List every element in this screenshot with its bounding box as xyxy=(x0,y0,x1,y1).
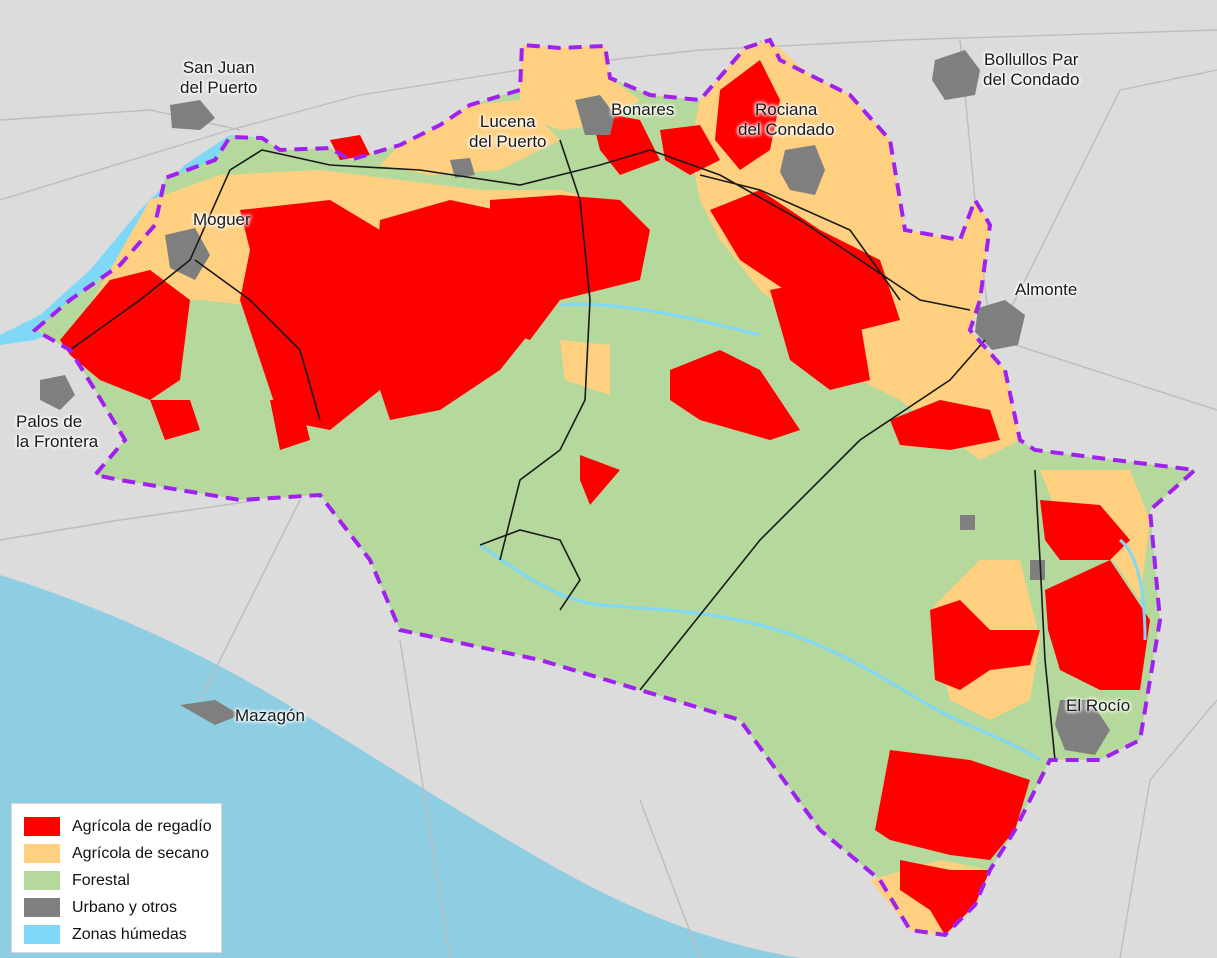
legend-swatch xyxy=(24,925,60,944)
main-roads xyxy=(69,139,1056,761)
legend-item-urbano: Urbano y otros xyxy=(24,894,221,921)
legend-swatch xyxy=(24,871,60,890)
legend-item-secano: Agrícola de secano xyxy=(24,840,221,867)
regadio-areas xyxy=(60,60,1150,935)
place-label-el-rocio: El Rocío xyxy=(1066,696,1131,715)
place-label-mazagon: Mazagón xyxy=(235,706,305,725)
urban-areas xyxy=(40,50,1110,755)
rivers xyxy=(479,302,1147,762)
legend-item-regadio: Agrícola de regadío xyxy=(24,813,221,840)
legend-item-forestal: Forestal xyxy=(24,867,221,894)
legend-swatch xyxy=(24,817,60,836)
legend-label: Urbano y otros xyxy=(72,898,177,916)
legend-label: Zonas húmedas xyxy=(72,925,187,943)
place-label-moguer: Moguer xyxy=(193,210,251,229)
map-legend: Agrícola de regadío Agrícola de secano F… xyxy=(11,803,222,953)
place-label-almonte: Almonte xyxy=(1015,280,1078,299)
legend-swatch xyxy=(24,898,60,917)
legend-label: Forestal xyxy=(72,871,130,889)
study-area-boundary xyxy=(31,37,1200,938)
legend-item-zonas-humedas: Zonas húmedas xyxy=(24,921,221,948)
legend-label: Agrícola de regadío xyxy=(72,817,212,835)
legend-swatch xyxy=(24,844,60,863)
legend-label: Agrícola de secano xyxy=(72,844,209,862)
place-label-bonares: Bonares xyxy=(611,100,675,119)
background-roads xyxy=(0,29,1217,958)
